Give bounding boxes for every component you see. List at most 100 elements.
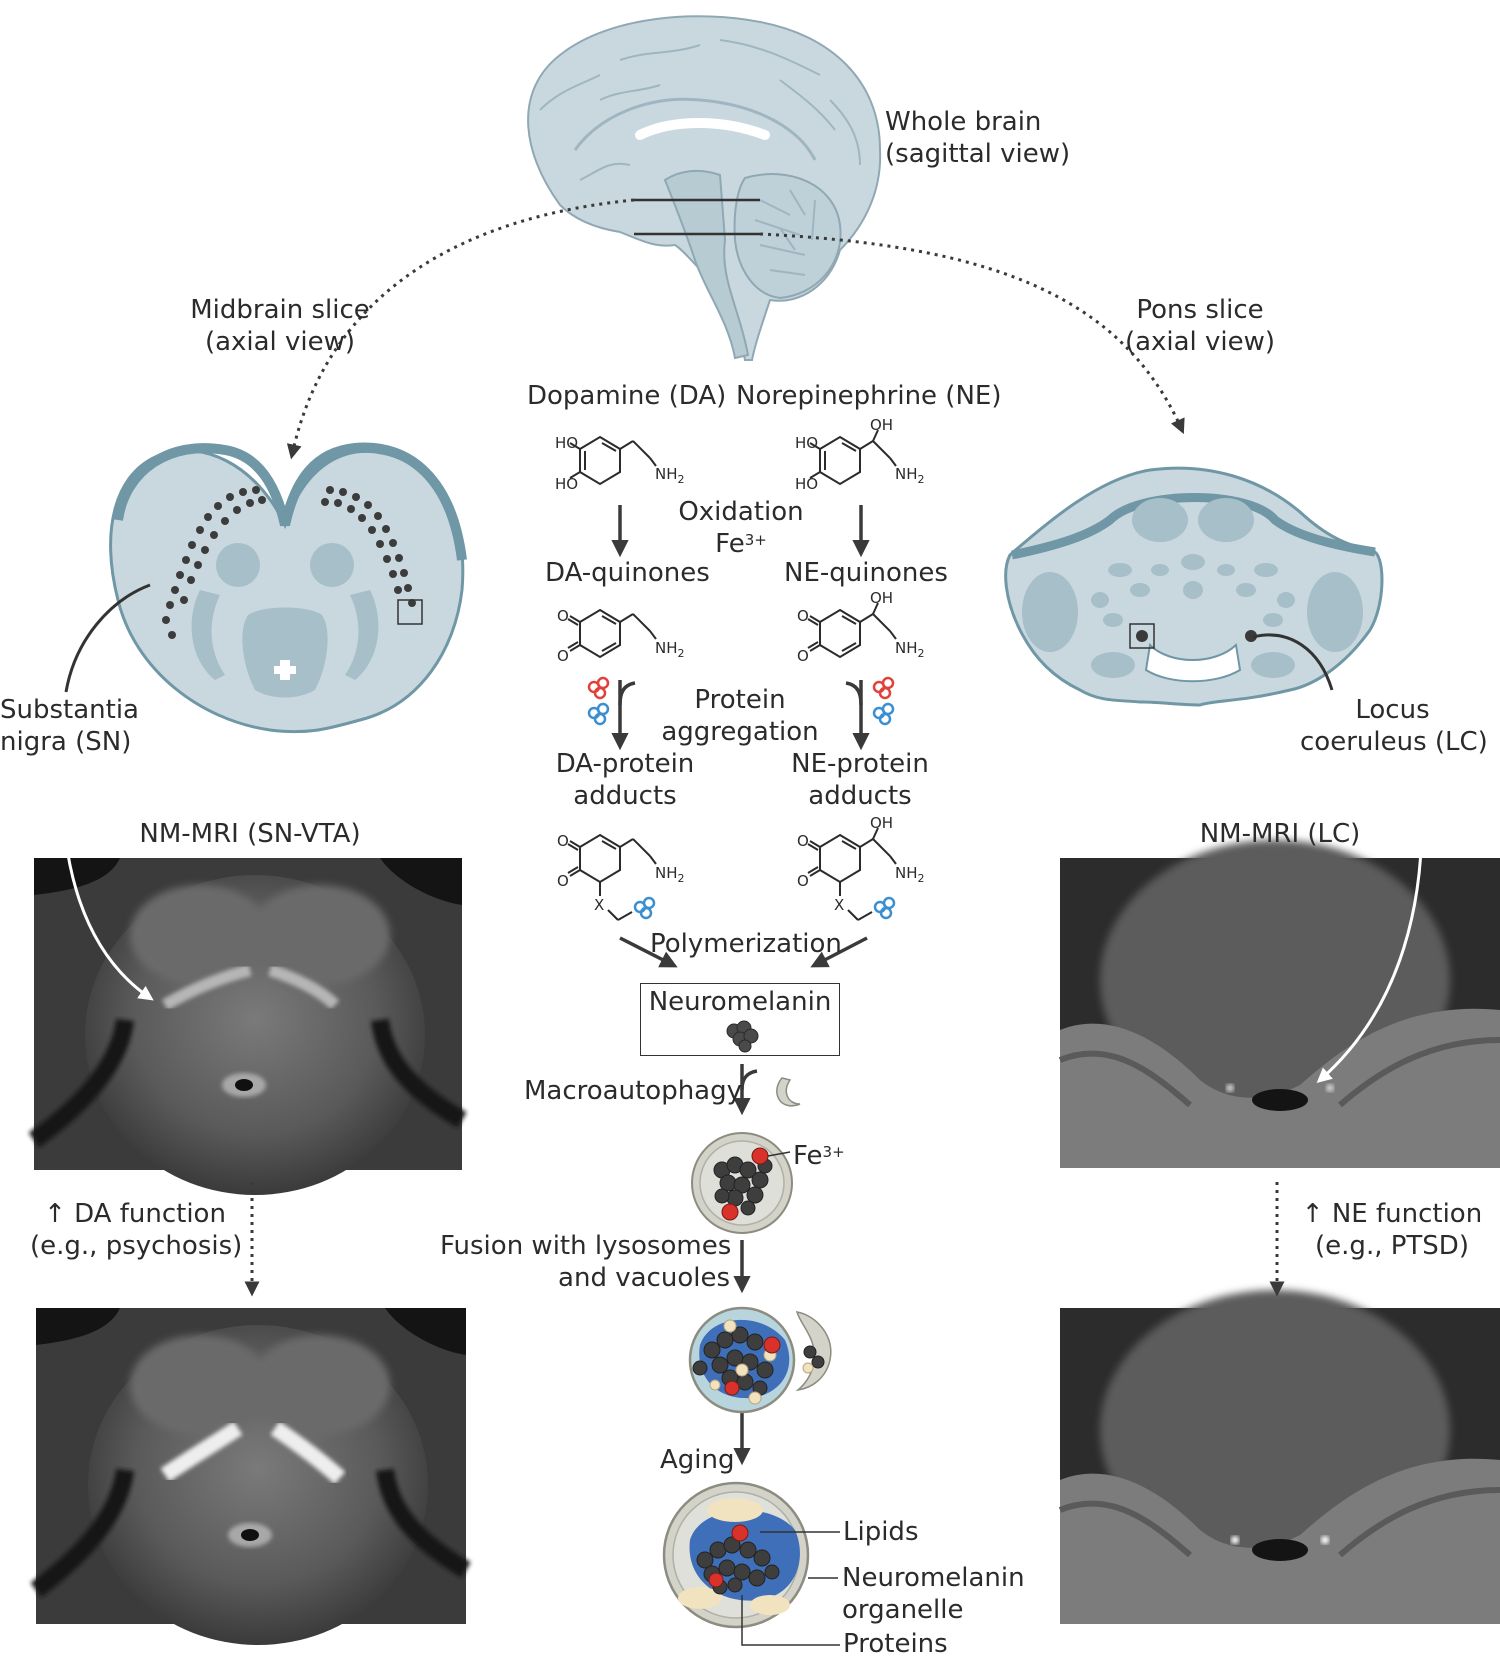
pons-slice-illustration — [1004, 466, 1384, 707]
ne-nh2: NH2 — [895, 466, 925, 488]
daq-nh2: NH2 — [655, 640, 685, 662]
macroautophagy-label: Macroautophagy — [524, 1076, 743, 1106]
daq-nh2-base: NH — [655, 639, 678, 657]
neq-nh2-sub: 2 — [917, 647, 925, 660]
substantia-nigra-label-line2: nigra (SN) — [0, 727, 132, 757]
fusing-lysosome — [688, 1306, 832, 1414]
mri-sn-top — [28, 779, 467, 1195]
ne-function-label-line1: ↑ NE function — [1301, 1199, 1483, 1229]
sn-leader — [64, 583, 151, 693]
da-function-label-line1: ↑ DA function — [44, 1199, 226, 1229]
mri-sn-bottom — [30, 1308, 471, 1645]
lc-white-arrow — [1316, 774, 1424, 1083]
daa-nh2-base: NH — [655, 864, 678, 882]
da-protein-adducts-label: DA-protein adducts — [545, 748, 705, 812]
daa-nh2: NH2 — [655, 865, 685, 887]
neuromelanin-granule — [726, 1020, 759, 1053]
ne-protein-adducts-line1: NE-protein — [791, 749, 929, 779]
autophagosome — [691, 1132, 793, 1234]
da-ho-1: HO — [555, 434, 579, 452]
pons-slice-label: Pons slice (axial view) — [1120, 294, 1280, 358]
nea-nh2: NH2 — [895, 865, 925, 887]
da-nh2: NH2 — [655, 466, 685, 488]
ne-function-label: ↑ NE function (e.g., PTSD) — [1292, 1198, 1492, 1262]
daq-nh2-sub: 2 — [677, 647, 685, 660]
phagophore — [776, 1077, 801, 1107]
neuromelanin-box — [640, 983, 840, 1056]
pons-slice-label-line1: Pons slice — [1136, 295, 1264, 325]
aging-label: Aging — [660, 1445, 735, 1475]
organelle-label: Neuromelanin organelle — [842, 1562, 1025, 1626]
nea-x: X — [834, 896, 845, 914]
fe-label-base: Fe — [793, 1141, 823, 1171]
da-function-label: ↑ DA function (e.g., psychosis) — [30, 1198, 243, 1262]
da-nh2-base: NH — [655, 465, 678, 483]
nea-o-2: O — [797, 872, 809, 890]
organelle-label-line2: organelle — [842, 1595, 964, 1625]
daq-o-2: O — [557, 647, 569, 665]
neuromelanin-organelle — [662, 1481, 840, 1646]
whole-brain-label-line1: Whole brain — [885, 107, 1042, 137]
lc-leader — [1252, 633, 1334, 691]
neq-nh2-base: NH — [895, 639, 918, 657]
nea-nh2-base: NH — [895, 864, 918, 882]
locus-coeruleus-label-line1: Locus — [1355, 695, 1430, 725]
daa-o-2: O — [557, 872, 569, 890]
fusion-label-line1: Fusion with lysosomes — [440, 1231, 732, 1261]
ne-oh: OH — [870, 416, 894, 434]
daa-x: X — [594, 896, 605, 914]
ne-nh2-sub: 2 — [917, 473, 925, 486]
sn-neurons-right — [321, 486, 416, 607]
nm-mri-sn-title: NM-MRI (SN-VTA) — [139, 819, 361, 849]
locus-coeruleus-label: Locus coeruleus (LC) — [1300, 694, 1488, 758]
protein-aggregation-line2: aggregation — [661, 717, 819, 747]
neq-o-1: O — [797, 607, 809, 625]
protein-aggregation-line1: Protein — [694, 685, 786, 715]
midbrain-dotted-arrow — [286, 198, 635, 460]
brainstem — [663, 169, 750, 360]
nea-oh: OH — [870, 814, 894, 832]
oxidation-fe-charge: 3+ — [744, 531, 767, 549]
norepinephrine-label: Norepinephrine (NE) — [736, 381, 1002, 411]
fusion-label: Fusion with lysosomes and vacuoles — [440, 1230, 732, 1294]
midbrain-slice-label: Midbrain slice (axial view) — [180, 294, 380, 358]
substantia-nigra-label-line1: Substantia — [0, 695, 139, 725]
neq-nh2: NH2 — [895, 640, 925, 662]
protein-aggregation-label: Protein aggregation — [660, 684, 820, 748]
whole-brain-illustration — [527, 15, 882, 361]
nea-nh2-sub: 2 — [917, 872, 925, 885]
pons-slice-label-line2: (axial view) — [1124, 327, 1276, 357]
whole-brain-label: Whole brain (sagittal view) — [885, 106, 1070, 170]
nm-mri-lc-title: NM-MRI (LC) — [1199, 819, 1361, 849]
ne-protein-adducts-label: NE-protein adducts — [780, 748, 940, 812]
ne-quinones-label: NE-quinones — [784, 558, 948, 588]
da-function-label-line2: (e.g., psychosis) — [30, 1231, 243, 1261]
da-ho-2: HO — [555, 475, 579, 493]
fe-label-charge: 3+ — [822, 1143, 845, 1161]
daa-o-1: O — [557, 832, 569, 850]
oxidation-text: Oxidation — [678, 497, 804, 527]
whole-brain-label-line2: (sagittal view) — [885, 139, 1071, 169]
polymerization-label: Polymerization — [650, 929, 842, 959]
midbrain-slice-label-line2: (axial view) — [204, 327, 356, 357]
daa-nh2-sub: 2 — [677, 872, 685, 885]
oxidation-fe-base: Fe — [715, 529, 745, 559]
neuromelanin-label: Neuromelanin — [648, 987, 832, 1017]
ne-ho-2: HO — [795, 475, 819, 493]
organelle-label-line1: Neuromelanin — [842, 1563, 1025, 1593]
ne-ho-1: HO — [795, 434, 819, 452]
pathway-arrows — [611, 505, 870, 1466]
dopamine-label: Dopamine (DA) — [527, 381, 727, 411]
protein-blobs — [587, 676, 896, 920]
sn-white-arrow — [60, 779, 154, 1001]
da-quinones-label: DA-quinones — [545, 558, 710, 588]
locus-coeruleus-label-line2: coeruleus (LC) — [1300, 727, 1488, 757]
neq-oh: OH — [870, 589, 894, 607]
daq-o-1: O — [557, 607, 569, 625]
sn-neurons-left — [162, 486, 266, 639]
da-nh2-sub: 2 — [677, 473, 685, 486]
oxidation-fe: Fe3+ — [676, 528, 806, 560]
proteins-label: Proteins — [843, 1629, 948, 1659]
